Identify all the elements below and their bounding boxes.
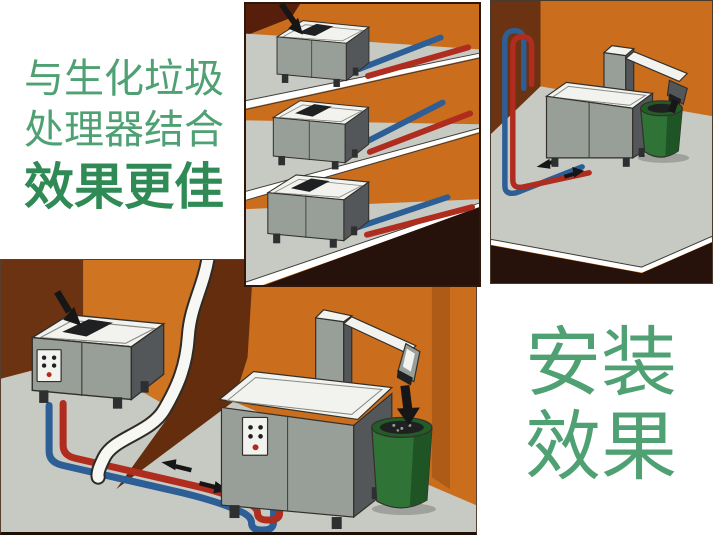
waste-bin [371, 384, 436, 516]
waste-bin [637, 99, 690, 163]
caption-line-1: 安装 [525, 321, 677, 406]
down-arrow-icon [278, 4, 304, 35]
multi-floor-diagram-image [244, 2, 481, 287]
caption-line-1: 与生化垃圾 [24, 57, 224, 101]
shadow-base [246, 207, 479, 285]
discharge-arm [624, 50, 689, 83]
caption-line-3: 效果更佳 [24, 159, 224, 215]
discharge-chute [668, 99, 679, 114]
corner-shadow [431, 283, 450, 490]
caption-line-2: 处理器结合 [24, 108, 224, 152]
main-machine [218, 309, 421, 530]
caption-line-2: 效果 [525, 405, 677, 490]
supply-pipes-floor2 [359, 99, 474, 155]
down-arrow-icon [396, 384, 420, 426]
supply-pipes-floor1 [356, 34, 472, 79]
floor-edge [491, 237, 712, 273]
kitchen-installation-image [0, 259, 477, 535]
white-duct [92, 260, 214, 483]
corner-room-diagram-image [490, 0, 713, 284]
discharge-arm [342, 316, 417, 355]
shadow-base [491, 242, 712, 283]
down-arrow-icon [54, 290, 82, 326]
left-machine [31, 290, 165, 410]
flow-arrow-left-icon [161, 459, 192, 473]
supply-pipes-floor3 [356, 194, 476, 238]
right-caption: 安装 效果 [498, 322, 704, 490]
supply-pipes [502, 28, 592, 197]
left-caption: 与生化垃圾 处理器结合 效果更佳 [8, 54, 240, 216]
flow-arrow-right-icon [563, 166, 585, 179]
sink-counter [218, 370, 394, 421]
